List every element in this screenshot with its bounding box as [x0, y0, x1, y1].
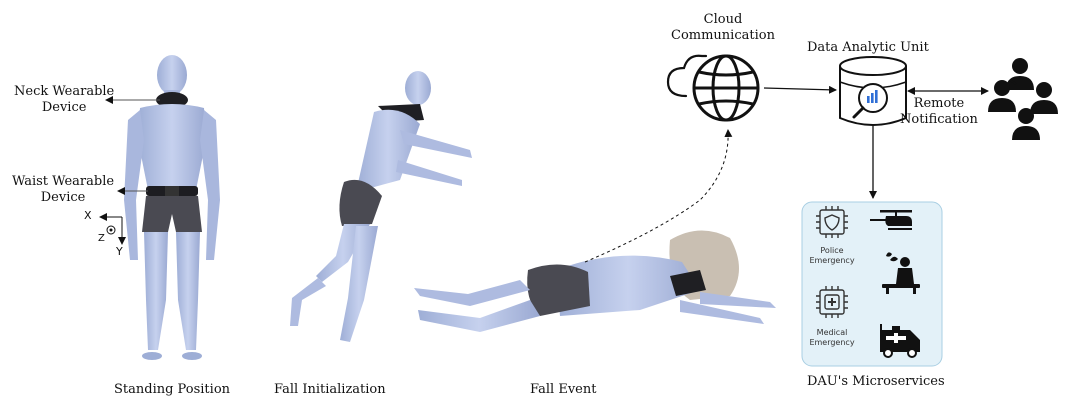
axis-z-label: Z	[98, 233, 105, 244]
remote-notification-label: Remote Notification	[900, 96, 978, 128]
fall-initialization-figure	[290, 71, 472, 342]
medical-emergency-label: Medical Emergency	[806, 328, 858, 348]
fall-event-figure	[414, 230, 776, 332]
waist-device-text: Waist Wearable Device	[12, 174, 114, 206]
standing-position-caption: Standing Position	[114, 382, 230, 397]
police-emergency-label: Police Emergency	[806, 246, 858, 266]
microservices-caption: DAU's Microservices	[807, 374, 945, 389]
fall-initialization-caption: Fall Initialization	[274, 382, 386, 397]
users-group-icon	[988, 58, 1058, 140]
data-analytic-unit-label: Data Analytic Unit	[807, 40, 929, 56]
standing-figure	[124, 55, 220, 360]
neck-device-text: Neck Wearable Device	[14, 84, 114, 116]
axis-y-label: Y	[116, 245, 123, 258]
cloud-communication-label: Cloud Communication	[671, 12, 775, 44]
database-search-icon	[840, 57, 906, 125]
fall-event-caption: Fall Event	[530, 382, 596, 397]
axis-x-label: X	[84, 209, 92, 222]
globe-icon	[694, 56, 758, 120]
cloud-to-dau-arrow	[764, 88, 836, 90]
